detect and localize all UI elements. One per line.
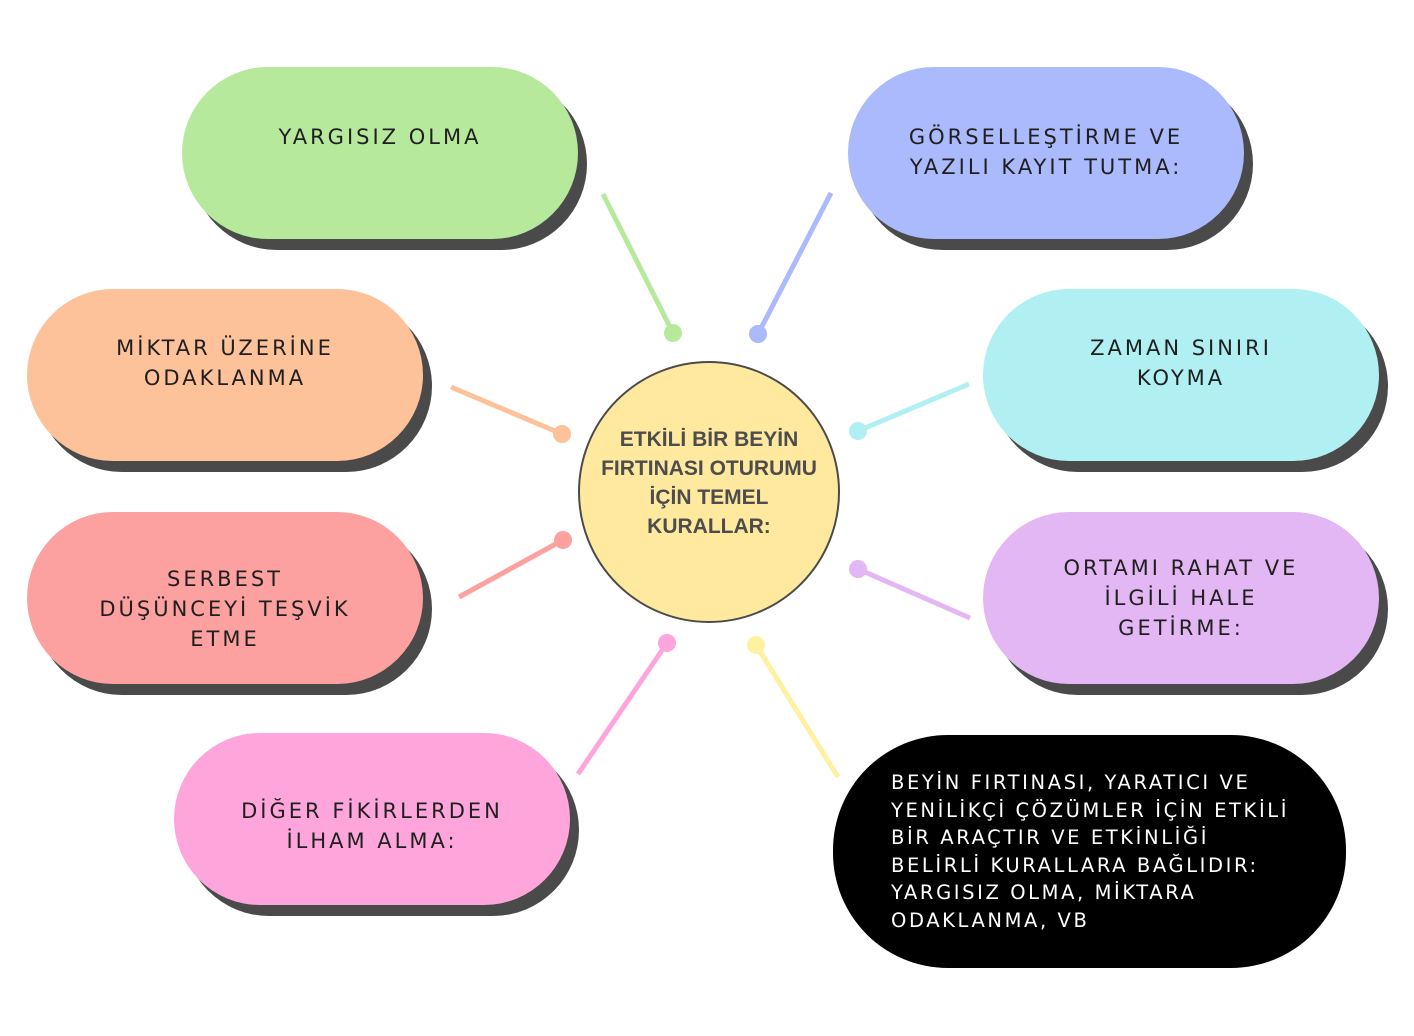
center-topic-circle: ETKİLİ BİR BEYİN FIRTINASI OTURUMU İÇİN … <box>578 361 840 623</box>
summary-node: BEYİN FIRTINASI, YARATICI VE YENİLİKÇİ Ç… <box>833 735 1346 968</box>
rule-label: ZAMAN SINIRI KOYMA <box>1090 336 1272 390</box>
rule-label: MİKTAR ÜZERİNE ODAKLANMA <box>116 336 334 390</box>
summary-text: BEYİN FIRTINASI, YARATICI VE YENİLİKÇİ Ç… <box>891 771 1290 932</box>
connector-dot-serbest <box>554 531 572 549</box>
connector-dot-yargisiz <box>664 324 682 342</box>
connector-yargisiz <box>600 192 676 335</box>
rule-node-gorsellestirme: GÖRSELLEŞTİRME VE YAZILI KAYIT TUTMA: <box>848 67 1244 239</box>
rule-label: DİĞER FİKİRLERDEN İLHAM ALMA: <box>241 799 503 853</box>
connector-dot-zaman <box>849 422 867 440</box>
rule-node-yargisiz-olma: YARGISIZ OLMA <box>182 67 578 239</box>
rule-node-serbest-dusunce: SERBEST DÜŞÜNCEYİ TEŞVİK ETME <box>27 512 423 684</box>
center-topic-text: ETKİLİ BİR BEYİN FIRTINASI OTURUMU İÇİN … <box>601 428 817 538</box>
connector-miktar <box>450 384 563 437</box>
connector-dot-ortam <box>849 560 867 578</box>
rule-node-ortam: ORTAMI RAHAT VE İLGİLİ HALE GETİRME: <box>983 512 1379 684</box>
rule-label: SERBEST DÜŞÜNCEYİ TEŞVİK ETME <box>99 567 351 651</box>
connector-dot-diger <box>658 634 676 652</box>
rule-node-diger-fikirler: DİĞER FİKİRLERDEN İLHAM ALMA: <box>174 733 570 905</box>
rule-label: YARGISIZ OLMA <box>278 125 482 149</box>
rule-label: GÖRSELLEŞTİRME VE YAZILI KAYIT TUTMA: <box>908 125 1184 179</box>
connector-gorsel <box>755 191 834 336</box>
rule-node-zaman-siniri: ZAMAN SINIRI KOYMA <box>983 289 1379 461</box>
connector-dot-miktar <box>553 425 571 443</box>
connector-serbest <box>457 537 565 600</box>
connector-dot-gorsel <box>749 325 767 343</box>
connector-ortam <box>856 566 972 621</box>
connector-zaman <box>857 381 970 434</box>
connector-diger <box>575 641 670 776</box>
connector-dot-summary <box>747 636 765 654</box>
rule-node-miktar: MİKTAR ÜZERİNE ODAKLANMA <box>27 289 423 461</box>
connector-summary <box>753 643 841 779</box>
rule-label: ORTAMI RAHAT VE İLGİLİ HALE GETİRME: <box>1063 556 1299 640</box>
